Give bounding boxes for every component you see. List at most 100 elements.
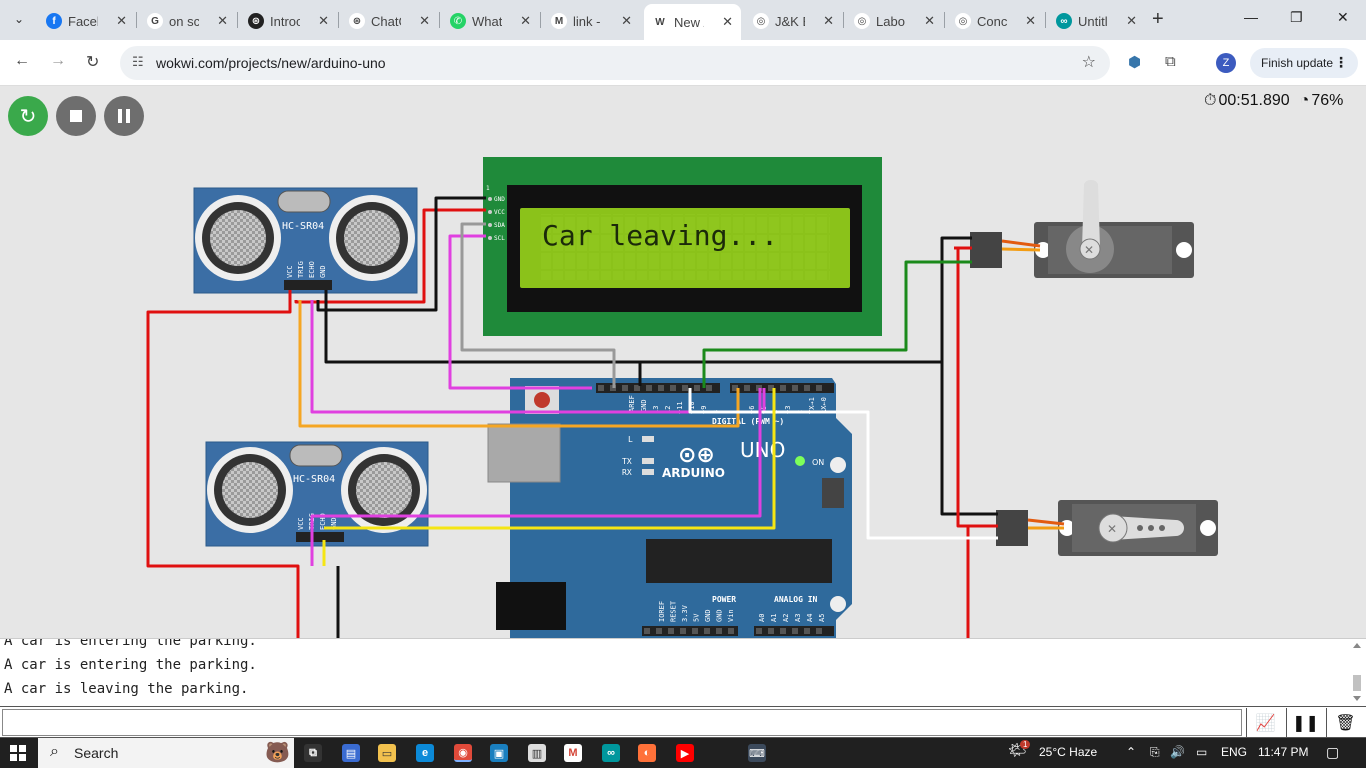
arduino-uno-board[interactable]: ⊙⊕ ARDUINO UNO ON DIGITAL (PWM ~) L TX R… xyxy=(487,378,852,638)
finish-update-button[interactable]: Finish update ⋮ xyxy=(1250,48,1358,78)
notifications-icon[interactable]: ▢ xyxy=(1326,744,1340,760)
app-icon-2[interactable]: ▣ xyxy=(490,744,508,762)
pause-simulation-button[interactable] xyxy=(104,96,144,136)
simulation-timer: ⏱ 00:51.890 ◔ 76% xyxy=(1202,92,1343,110)
serial-input-bar: 📈 ❚❚ 🗑 xyxy=(0,706,1366,738)
menu-kebab-icon[interactable]: ⋮ xyxy=(1334,54,1348,70)
bookmark-star-icon[interactable]: ☆ xyxy=(1081,54,1096,71)
edge-icon[interactable]: e xyxy=(416,744,434,762)
tab-separator xyxy=(237,12,238,28)
clock-time[interactable]: 11:47 PM xyxy=(1258,745,1309,759)
tab-label: ChatG xyxy=(371,13,401,29)
arduino-ide-icon[interactable]: ∞ xyxy=(602,744,620,762)
pause-serial-icon[interactable]: ❚❚ xyxy=(1286,708,1324,737)
new-tab-button[interactable]: + xyxy=(1152,8,1164,30)
tab-7[interactable]: ◎J&K E✕ xyxy=(745,6,842,36)
tab-close-icon[interactable]: ✕ xyxy=(116,13,127,28)
header-socket xyxy=(668,628,674,634)
tab-close-icon[interactable]: ✕ xyxy=(318,13,329,28)
tab-0[interactable]: fFaceb✕ xyxy=(38,6,135,36)
file-explorer-icon[interactable]: ▭ xyxy=(378,744,396,762)
firefox-icon[interactable]: ◐ xyxy=(638,744,656,762)
tab-close-icon[interactable]: ✕ xyxy=(924,13,935,28)
ultrasonic-sensor-2[interactable]: HC-SR04 VCC TRIG ECHO GND xyxy=(205,441,429,547)
tab-8[interactable]: ◎Labo✕ xyxy=(846,6,943,36)
weather-text[interactable]: 25°C Haze xyxy=(1039,745,1098,759)
servo-motor-1[interactable]: ✕ xyxy=(970,179,1194,278)
clear-trash-icon[interactable]: 🗑 xyxy=(1326,708,1364,737)
tab-close-icon[interactable]: ✕ xyxy=(419,13,430,28)
lcd-pin-vcc: VCC xyxy=(494,209,505,216)
keyboard-icon[interactable]: ⌨ xyxy=(748,744,766,762)
address-bar[interactable]: ☷ wokwi.com/projects/new/arduino-uno ☆ xyxy=(120,46,1110,80)
serial-monitor-output[interactable]: A car is entering the parking. A car is … xyxy=(0,638,1366,706)
back-icon[interactable]: ← xyxy=(14,52,30,69)
tab-3[interactable]: ⊛ChatG✕ xyxy=(341,6,438,36)
header-socket xyxy=(780,385,786,391)
sensor-2-pin-vcc: VCC xyxy=(297,517,305,530)
gmail-icon[interactable]: M xyxy=(564,744,582,762)
tab-close-icon[interactable]: ✕ xyxy=(1025,13,1036,28)
header-socket xyxy=(744,385,750,391)
chrome-icon[interactable]: ◉ xyxy=(454,744,472,762)
analog-label: ANALOG IN xyxy=(774,595,818,604)
chevron-up-icon[interactable]: ⌃ xyxy=(1126,745,1137,759)
battery-icon[interactable]: ▭ xyxy=(1196,745,1208,759)
stop-simulation-button[interactable] xyxy=(56,96,96,136)
serial-input-field[interactable] xyxy=(2,709,1242,736)
tab-label: J&K E xyxy=(775,13,805,29)
restore-icon[interactable]: ❐ xyxy=(1290,9,1303,25)
lcd-display[interactable]: Car leaving... 1 GND VCC SDA SCL xyxy=(483,157,882,336)
reload-icon[interactable]: ↻ xyxy=(86,54,100,71)
profile-avatar[interactable]: Z xyxy=(1216,53,1236,73)
site-info-icon[interactable]: ☷ xyxy=(132,54,144,69)
header-socket xyxy=(692,628,698,634)
lcd-pin-1-marker: 1 xyxy=(486,185,490,192)
plotter-chart-icon[interactable]: 📈 xyxy=(1246,708,1284,737)
power-label: POWER xyxy=(712,595,736,604)
close-window-icon[interactable]: ✕ xyxy=(1337,9,1349,25)
windows-start-icon[interactable] xyxy=(10,745,26,761)
taskbar-search-box[interactable]: ⌕ Search 🐻 xyxy=(38,738,294,768)
tab-close-icon[interactable]: ✕ xyxy=(722,14,733,29)
serial-scrollbar[interactable] xyxy=(1352,643,1362,701)
volume-icon[interactable]: 🔊 xyxy=(1170,745,1185,759)
tab-search-button[interactable]: ⌄ xyxy=(13,12,25,26)
tab-9[interactable]: ◎Conc✕ xyxy=(947,6,1044,36)
restart-simulation-button[interactable]: ↻ xyxy=(8,96,48,136)
url-text[interactable]: wokwi.com/projects/new/arduino-uno xyxy=(156,55,386,71)
tab-close-icon[interactable]: ✕ xyxy=(520,13,531,28)
minimize-icon[interactable]: — xyxy=(1244,9,1258,25)
forward-icon[interactable]: → xyxy=(50,52,66,69)
windows-taskbar: ⌕ Search 🐻 ⧉ ▤ ▭ e ◉ ▣ ▥ M ∞ ◐ ▶ ⌨ 🌤 1 2… xyxy=(0,738,1366,768)
ultrasonic-sensor-1[interactable]: HC-SR04 VCC TRIG ECHO GND xyxy=(193,187,418,294)
tab-separator xyxy=(843,12,844,28)
search-highlight-bear-icon: 🐻 xyxy=(265,742,290,764)
header-socket xyxy=(704,628,710,634)
tab-2[interactable]: ⊛Introc✕ xyxy=(240,6,337,36)
notepad-icon[interactable]: ▥ xyxy=(528,744,546,762)
tab-separator xyxy=(439,12,440,28)
tab-close-icon[interactable]: ✕ xyxy=(621,13,632,28)
sensor-1-label: HC-SR04 xyxy=(282,221,324,232)
restart-icon: ↻ xyxy=(19,105,37,128)
servo-motor-2[interactable]: ✕ xyxy=(996,500,1218,556)
task-view-icon[interactable]: ⧉ xyxy=(304,744,322,762)
tab-10[interactable]: ∞Untitl✕ xyxy=(1048,6,1145,36)
extensions-puzzle-icon[interactable]: ⧉ xyxy=(1165,53,1176,70)
header-socket xyxy=(644,628,650,634)
tab-4[interactable]: ✆What✕ xyxy=(442,6,539,36)
youtube-icon[interactable]: ▶ xyxy=(676,744,694,762)
app-icon[interactable]: ▤ xyxy=(342,744,360,762)
language-indicator[interactable]: ENG xyxy=(1221,745,1248,759)
python-extension-icon[interactable]: ⬢ xyxy=(1128,54,1142,71)
tab-close-icon[interactable]: ✕ xyxy=(823,13,834,28)
tab-close-icon[interactable]: ✕ xyxy=(1126,13,1137,28)
tab-close-icon[interactable]: ✕ xyxy=(217,13,228,28)
power-pin-label: RESET xyxy=(670,600,678,622)
device-icon[interactable]: ⎘ xyxy=(1150,745,1160,759)
header-socket xyxy=(694,385,700,391)
